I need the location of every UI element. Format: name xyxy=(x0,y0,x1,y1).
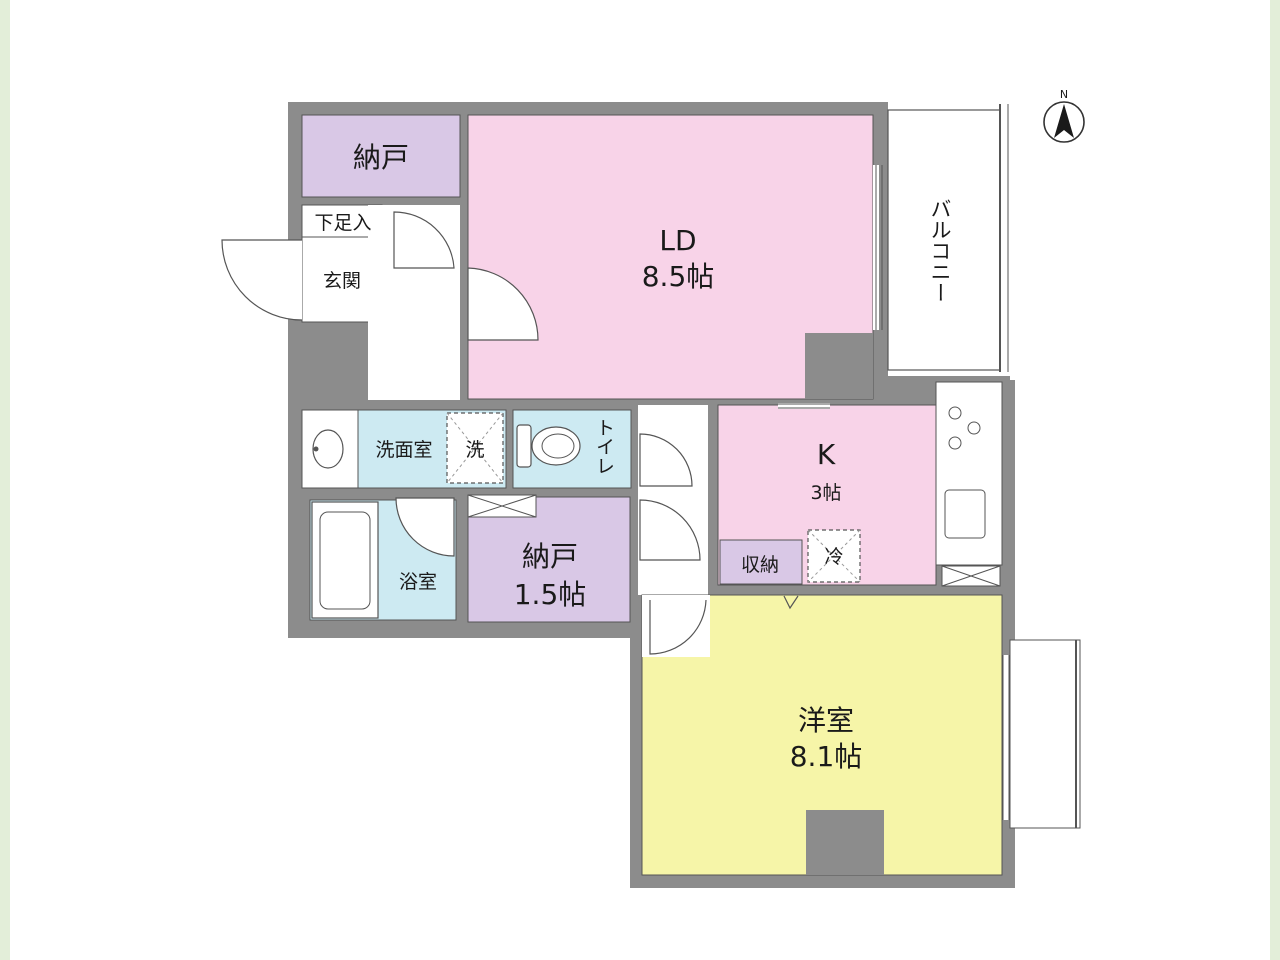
label-closet: 収納 xyxy=(741,554,779,576)
stove-burner-icon xyxy=(948,406,962,420)
label-bath: 浴室 xyxy=(399,571,437,593)
toilet-tank-icon xyxy=(516,424,532,468)
label-storage2-size: 1.5帖 xyxy=(514,578,587,611)
pillar-western xyxy=(806,810,884,875)
label-shoe-box: 下足入 xyxy=(314,212,371,234)
room-storage-top xyxy=(301,114,461,198)
room-balcony xyxy=(887,109,1001,371)
floor-plan: 納戸 下足入 玄関 LD 8.5帖 バルコニー 洗面室 洗 トイレ K 3帖 浴… xyxy=(221,88,1085,888)
label-entrance: 玄関 xyxy=(323,270,361,292)
doors xyxy=(221,211,799,655)
label-ld-size: 8.5帖 xyxy=(642,260,715,293)
label-balcony: バルコニー xyxy=(928,198,952,303)
north-arrow-icon: N xyxy=(1043,88,1085,143)
label-washroom: 洗面室 xyxy=(375,439,432,461)
sink-icon xyxy=(312,429,344,469)
compass-north-label: N xyxy=(1060,88,1068,101)
label-kitchen-name: K xyxy=(817,438,836,471)
bay-window xyxy=(1009,639,1081,829)
label-fridge: 冷 xyxy=(824,546,843,568)
label-western-size: 8.1帖 xyxy=(790,740,863,773)
room-storage-2 xyxy=(467,496,631,623)
label-storage-top: 納戸 xyxy=(353,141,409,174)
kitchen-sink-icon xyxy=(944,489,986,539)
label-ld-name: LD xyxy=(659,224,696,257)
pillar-ld xyxy=(805,333,873,399)
label-storage2-name: 納戸 xyxy=(522,540,578,573)
room-closet xyxy=(719,539,803,585)
label-toilet: トイレ xyxy=(593,418,615,475)
label-western-name: 洋室 xyxy=(798,704,854,737)
label-kitchen-size: 3帖 xyxy=(810,482,841,504)
label-washer: 洗 xyxy=(465,439,484,461)
